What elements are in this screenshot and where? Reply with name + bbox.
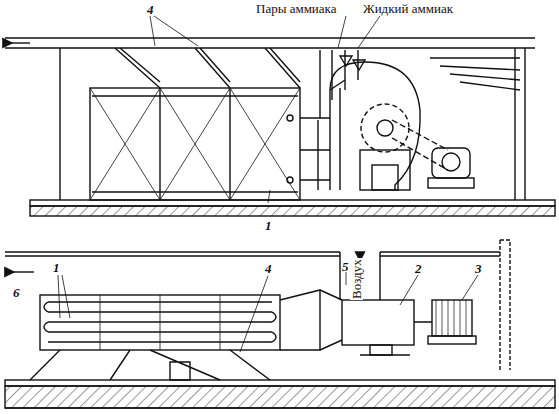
callout-number: 4	[264, 262, 273, 275]
flow-label: Жидкий аммиак	[362, 2, 454, 15]
callout-number: 6	[12, 286, 21, 299]
callout-number: 5	[341, 260, 350, 273]
callout-number: 4	[146, 3, 155, 16]
callout-number: 2	[414, 262, 423, 275]
flow-label: Пары аммиака	[255, 2, 337, 15]
callout-number: 3	[474, 262, 483, 275]
callout-number: 1	[264, 219, 273, 232]
flow-label: Воздух	[350, 258, 363, 300]
callout-number: 1	[52, 261, 61, 274]
